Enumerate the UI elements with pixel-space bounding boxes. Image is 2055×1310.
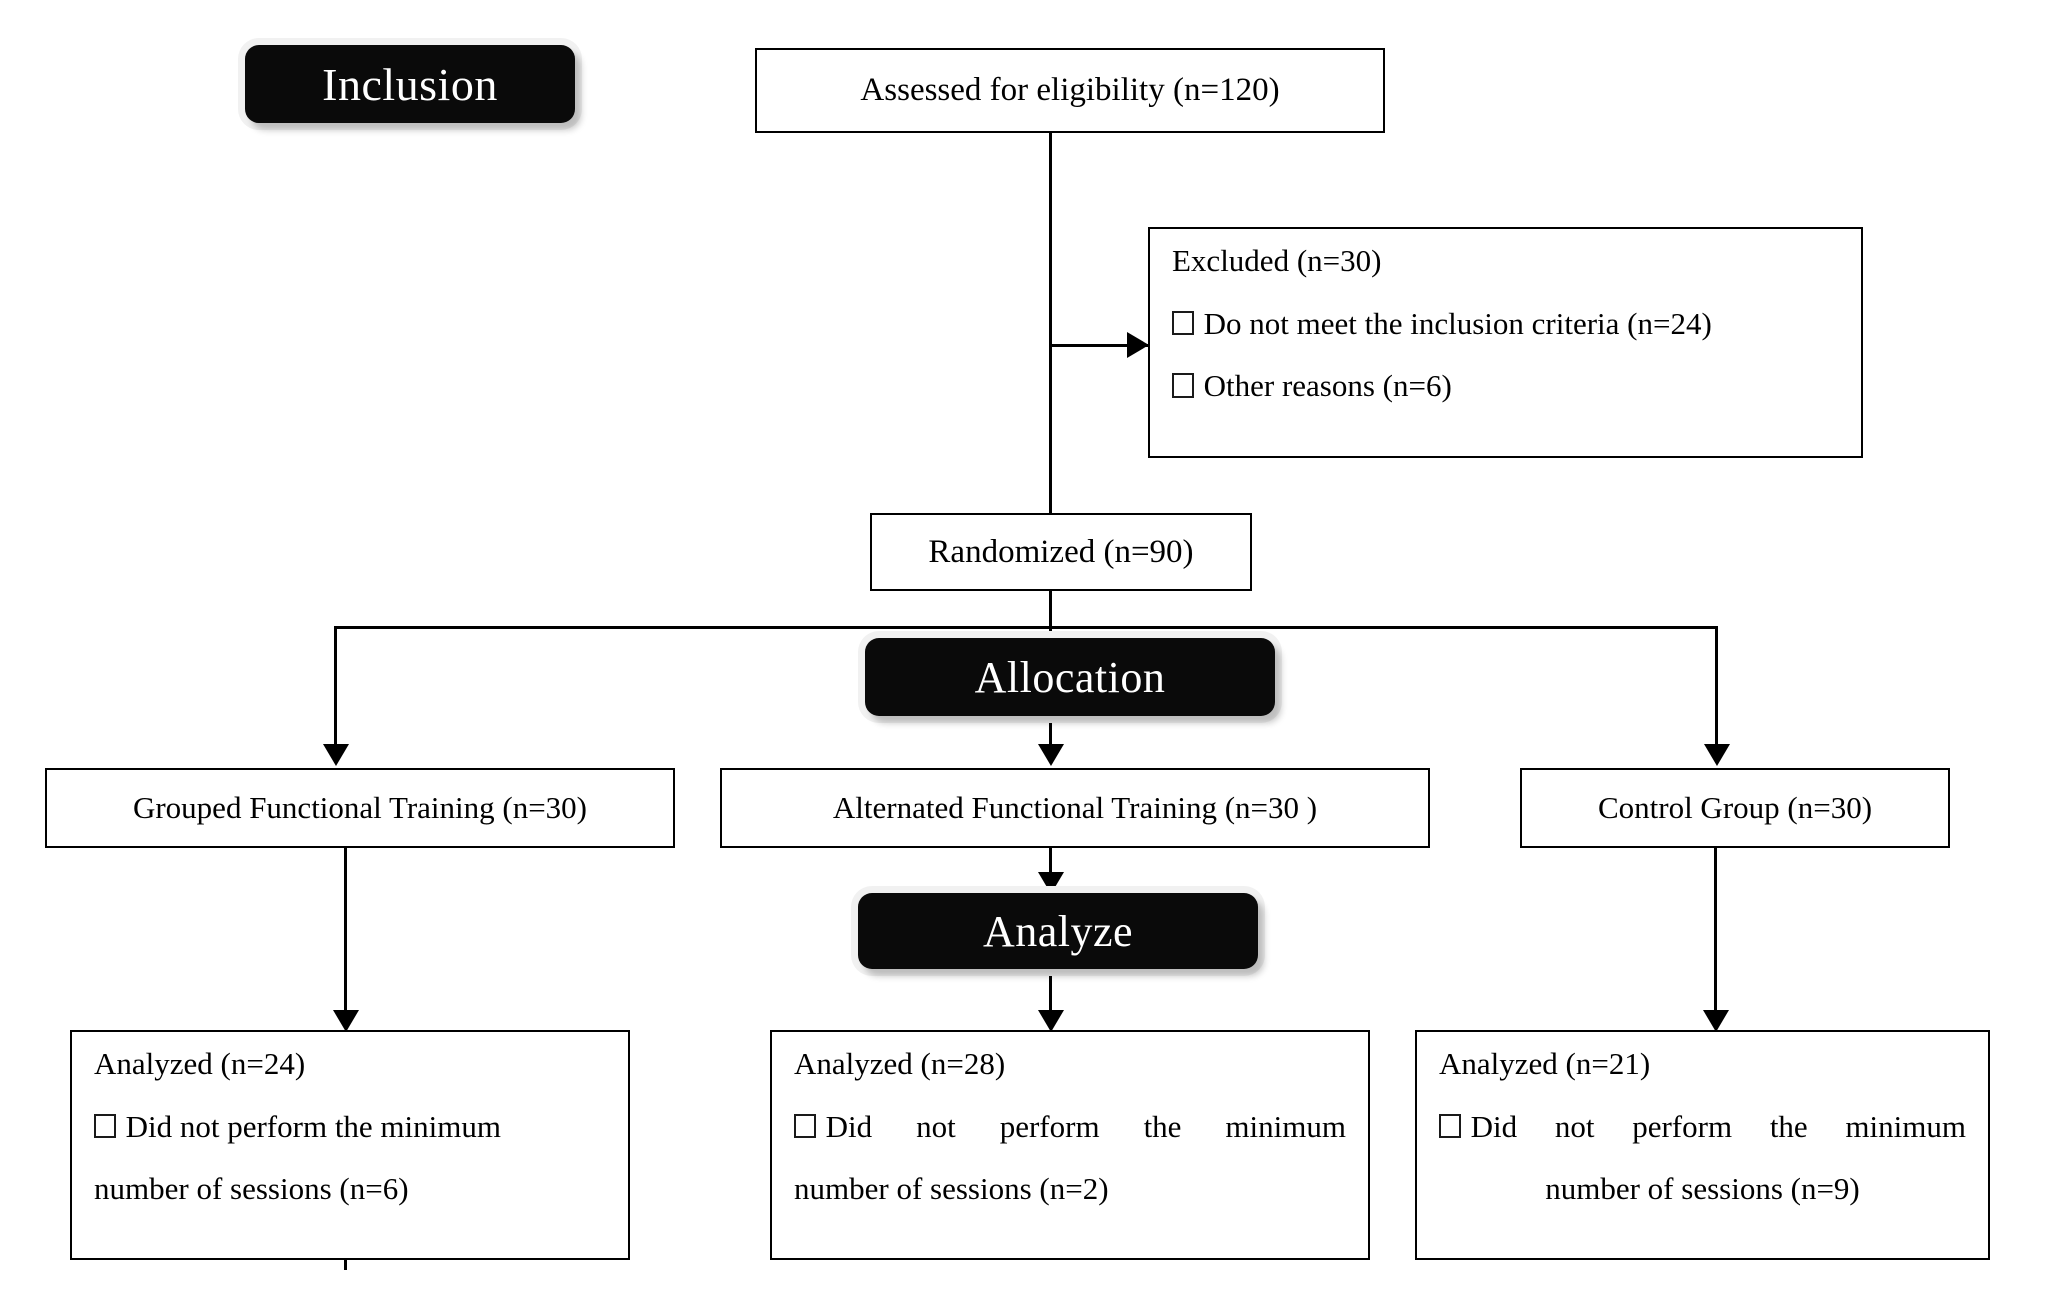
node-assessed-for-eligibility: Assessed for eligibility (n=120)	[755, 48, 1385, 133]
analyzed-2-title: Analyzed (n=21)	[1439, 1046, 1651, 1081]
analyzed-2-note-1-label: Did not perform the minimum	[1470, 1108, 1966, 1144]
node-group-control-group: Control Group (n=30)	[1520, 768, 1950, 848]
connector-randomized-to-bus	[1049, 591, 1052, 629]
analyzed-1-title: Analyzed (n=28)	[794, 1046, 1006, 1081]
arrow-down-icon-analyzed-left	[333, 1010, 359, 1032]
bullet-square-icon	[1172, 310, 1195, 336]
excluded-reason-1: Other reasons (n=6)	[1172, 368, 1839, 405]
connector-assessed-to-randomized	[1049, 133, 1052, 526]
excluded-reason-0: Do not meet the inclusion criteria (n=24…	[1172, 306, 1839, 343]
arrow-down-icon-analyzed-middle	[1038, 1010, 1064, 1032]
stage-badge-inclusion: Inclusion	[245, 45, 575, 123]
analyzed-0-title: Analyzed (n=24)	[94, 1046, 306, 1081]
connector-group-middle-to-analyze-badge	[1049, 848, 1052, 888]
connector-analyze-badge-to-analyzed-middle	[1049, 969, 1052, 1021]
excluded-title: Excluded (n=30)	[1172, 243, 1382, 278]
assessed-label: Assessed for eligibility (n=120)	[860, 72, 1280, 108]
connector-bus-to-group-left	[334, 626, 337, 751]
analyzed-1-note-line-2: number of sessions (n=2)	[794, 1171, 1109, 1207]
excluded-reason-1-label: Other reasons (n=6)	[1203, 368, 1452, 404]
node-group-grouped-functional-training: Grouped Functional Training (n=30)	[45, 768, 675, 848]
analyzed-0-note-line-1: Did not perform the minimum	[94, 1109, 606, 1146]
analyzed-2-note-line-1: Did not perform the minimum	[1439, 1109, 1966, 1146]
analyzed-1-note-line-1: Did not perform the minimum	[794, 1109, 1346, 1146]
node-analyzed-alternated: Analyzed (n=28) Did not perform the mini…	[770, 1030, 1370, 1260]
group-1-label: Alternated Functional Training (n=30 )	[832, 790, 1318, 825]
bullet-square-icon	[1439, 1113, 1462, 1139]
bullet-square-icon	[794, 1113, 817, 1139]
arrow-down-icon-analyze-badge	[1038, 872, 1064, 894]
group-0-label: Grouped Functional Training (n=30)	[132, 790, 588, 825]
arrow-down-icon-group-middle	[1038, 744, 1064, 766]
node-excluded: Excluded (n=30) Do not meet the inclusio…	[1148, 227, 1863, 458]
arrow-down-icon-group-left	[323, 744, 349, 766]
node-analyzed-control: Analyzed (n=21) Did not perform the mini…	[1415, 1030, 1990, 1260]
excluded-reason-0-label: Do not meet the inclusion criteria (n=24…	[1203, 305, 1712, 341]
bullet-square-icon	[94, 1113, 117, 1139]
connector-bus-to-group-right	[1715, 626, 1718, 751]
node-randomized: Randomized (n=90)	[870, 513, 1252, 591]
connector-group-left-to-analyzed	[344, 848, 347, 1016]
connector-trunk-to-excluded	[1049, 344, 1149, 347]
bullet-square-icon	[1172, 373, 1195, 399]
analyzed-2-note-line-2: number of sessions (n=9)	[1545, 1171, 1860, 1207]
arrow-down-icon-analyzed-right	[1703, 1010, 1729, 1032]
group-2-label: Control Group (n=30)	[1597, 790, 1873, 825]
arrow-down-icon-group-right	[1704, 744, 1730, 766]
stage-badge-allocation: Allocation	[865, 638, 1275, 716]
stage-badge-analyze: Analyze	[858, 893, 1258, 969]
arrow-right-icon-to-excluded	[1127, 332, 1149, 358]
analyzed-0-note-line-2: number of sessions (n=6)	[94, 1171, 409, 1207]
analyzed-0-note-1-label: Did not perform the minimum	[125, 1108, 501, 1144]
node-group-alternated-functional-training: Alternated Functional Training (n=30 )	[720, 768, 1430, 848]
connector-allocation-bus	[334, 626, 1718, 629]
analyzed-1-note-1-label: Did not perform the minimum	[825, 1108, 1346, 1144]
connector-group-right-to-analyzed	[1714, 848, 1717, 1016]
node-analyzed-grouped: Analyzed (n=24) Did not perform the mini…	[70, 1030, 630, 1260]
randomized-label: Randomized (n=90)	[928, 533, 1194, 570]
